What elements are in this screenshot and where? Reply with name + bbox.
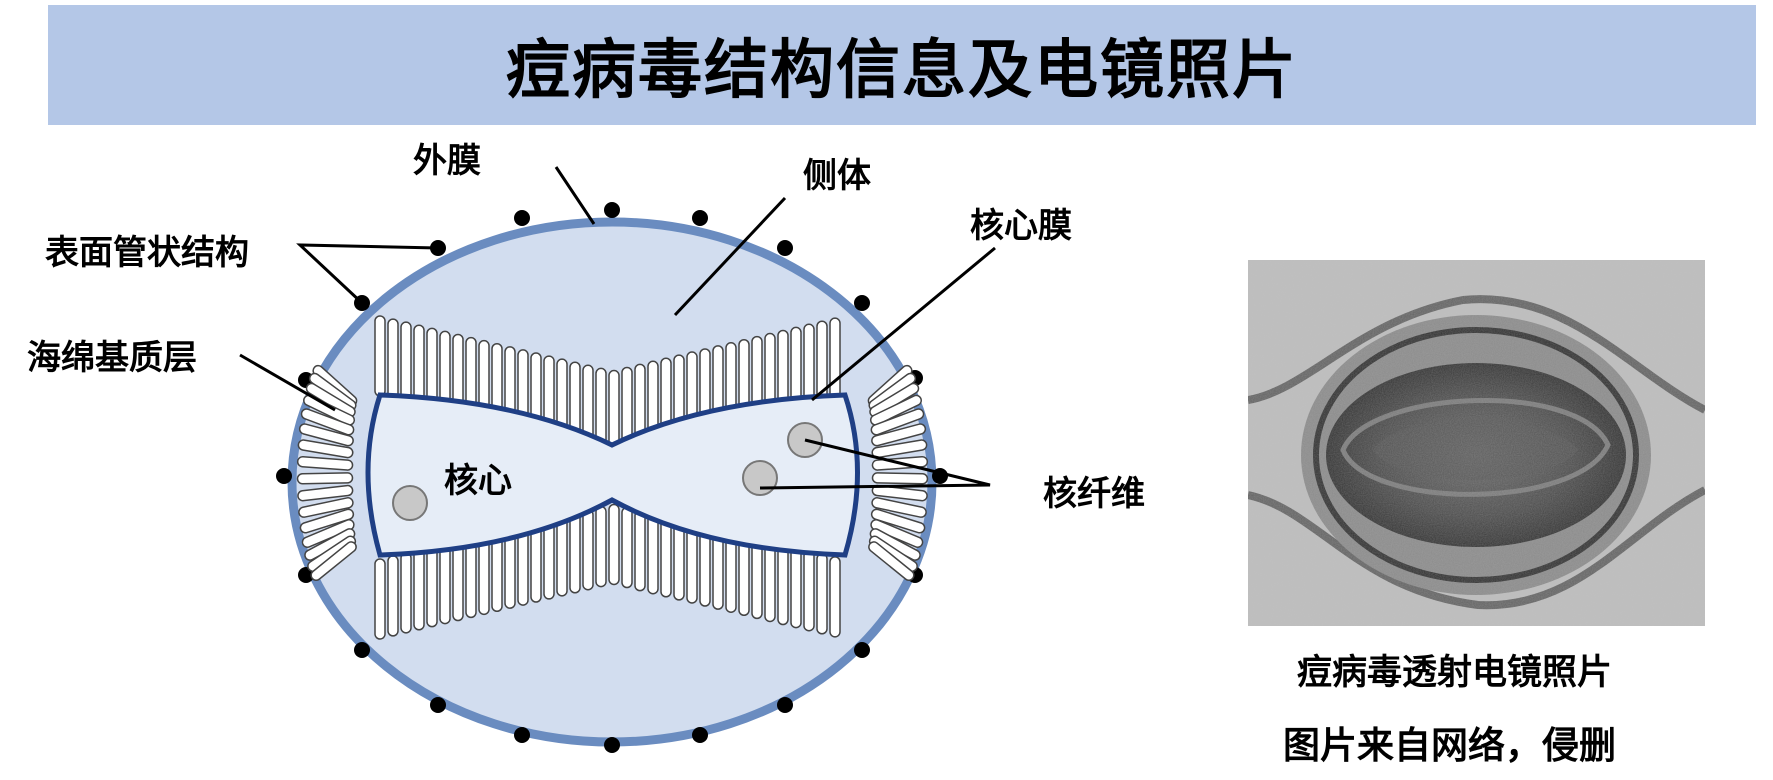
palisade-rod [608,503,620,586]
palisade-rod [582,508,594,591]
palisade-rod [829,556,841,638]
surface-tubules-label: 表面管状结构 [45,233,249,273]
palisade-rod [871,423,927,447]
palisade-rod [439,542,451,625]
palisade-rod [556,515,568,597]
palisade-rod [621,506,633,589]
palisade-rod [871,484,928,502]
palisade-rod [297,439,354,459]
core-fiber-3 [742,460,778,496]
palisade-rod [595,505,607,588]
palisade-rod [871,497,927,518]
spongy-matrix-palisade [296,315,929,640]
palisade-rod [387,555,399,637]
palisade-rod [465,536,477,619]
palisade-rod [871,472,929,485]
palisade-rod [303,394,356,426]
palisade-rod [870,408,925,436]
palisade-rod [413,549,425,631]
palisade-rod [452,539,464,622]
palisade-rod [297,484,354,502]
image-source-note: 图片来自网络，侵删 [1283,724,1616,767]
palisade-rod [374,558,386,640]
palisade-rod [569,512,581,594]
sponge-matrix-label: 海绵基质层 [27,338,197,378]
outer-membrane-label: 外膜 [413,141,481,181]
palisade-rod [299,508,355,534]
palisade-rod [296,472,354,485]
tem-photo [1248,260,1705,626]
palisade-rod [816,553,828,635]
palisade-rod [868,541,915,582]
palisade-rod [647,512,659,595]
palisade-rod [413,324,425,406]
palisade-rod [634,509,646,592]
palisade-rod [790,546,802,629]
palisade-rod [374,315,386,397]
palisade-rod [751,537,763,620]
page-title: 痘病毒结构信息及电镜照片 [506,34,1298,108]
palisade-rod [764,540,776,623]
palisade-rod [298,497,354,518]
tem-photo-caption: 痘病毒透射电镜照片 [1297,653,1613,693]
tem-photo-image [1248,260,1705,626]
palisade-rod [608,369,620,452]
palisade-rod [870,508,926,534]
lateral-body-label: 侧体 [803,156,871,196]
palisade-rod [803,323,815,406]
core-label: 核心 [444,461,512,501]
palisade-rod [310,541,357,582]
core-membrane-label: 核心膜 [970,206,1072,246]
palisade-rod [543,518,555,600]
core-fiber-1 [392,485,428,521]
palisade-rod [869,394,922,426]
palisade-rod [300,408,355,436]
palisade-rod [400,321,412,403]
title-banner: 痘病毒结构信息及电镜照片 [48,5,1756,125]
palisade-rod [387,318,399,400]
palisade-rod [871,439,928,459]
palisade-rod [296,456,354,471]
core-shape [365,392,860,558]
palisade-rod [777,543,789,626]
palisade-rod [829,317,841,399]
palisade-rod [803,549,815,632]
palisade-rod [298,423,354,447]
palisade-rod [400,552,412,634]
palisade-rod [426,545,438,628]
core-fibers-label: 核纤维 [1043,474,1145,514]
palisade-rod [660,516,672,598]
leader-lines [239,166,996,490]
